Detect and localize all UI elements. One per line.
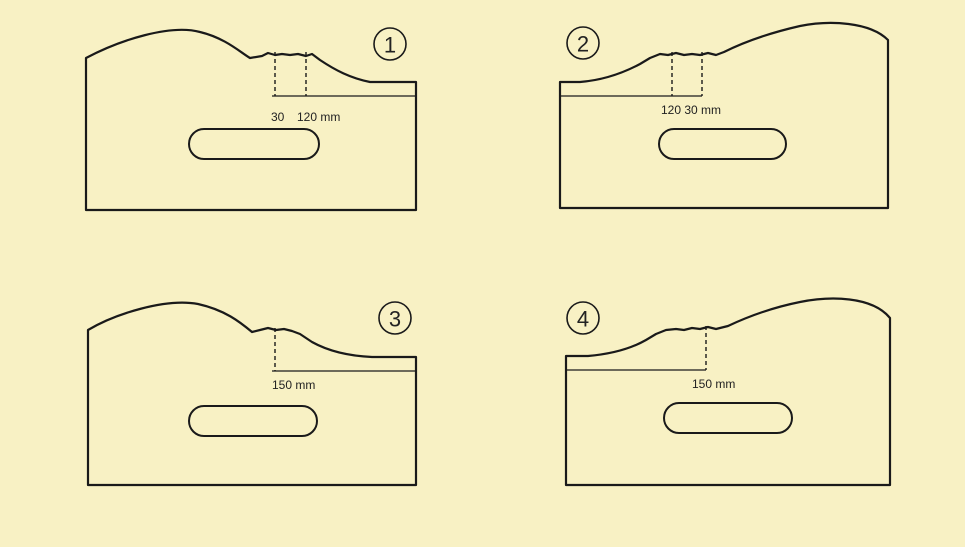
panel-4-dimension: 150 mm	[692, 377, 735, 391]
panel-3-number: 3	[389, 307, 401, 332]
panel-1-slot	[188, 128, 320, 160]
panel-4-outline	[564, 297, 892, 487]
panel-2-slot	[658, 128, 787, 160]
panel-1-number-badge: 1	[373, 27, 407, 61]
panel-2-number-badge: 2	[566, 26, 600, 60]
panel-3-dimension: 150 mm	[272, 378, 315, 392]
panel-3-outline	[86, 301, 418, 487]
panel-3-slot	[188, 405, 318, 437]
panel-3: 3 150 mm	[86, 301, 418, 487]
panel-4: 4 150 mm	[564, 297, 892, 487]
panel-1: 1 30 120 mm	[84, 27, 418, 212]
panel-1-number: 1	[384, 33, 396, 58]
panel-4-number-badge: 4	[566, 301, 600, 335]
panel-4-slot	[663, 402, 793, 434]
panel-3-number-badge: 3	[378, 301, 412, 335]
panel-2: 2 120 30 mm	[558, 21, 890, 210]
panel-2-dimension: 120 30 mm	[661, 103, 721, 117]
panel-4-number: 4	[577, 307, 589, 332]
panel-2-outline	[558, 21, 890, 210]
panel-1-outline	[84, 28, 418, 212]
panel-1-datum-line	[272, 82, 417, 97]
panel-3-datum-line	[272, 357, 417, 416]
panel-2-number: 2	[577, 32, 589, 57]
panel-1-dimension-b: 120 mm	[297, 110, 340, 124]
panel-1-dimension-a: 30	[271, 110, 285, 124]
